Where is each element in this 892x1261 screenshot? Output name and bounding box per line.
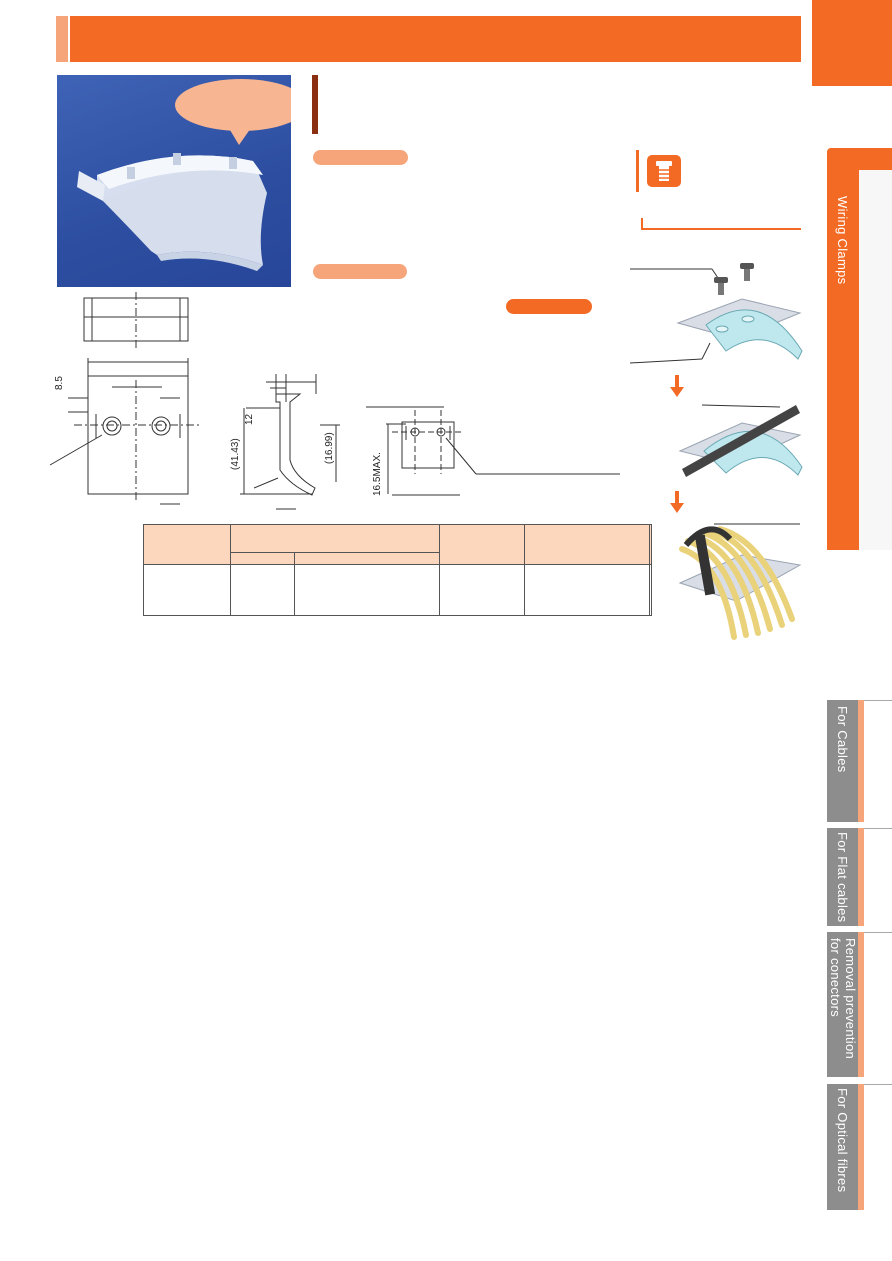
tab-edge bbox=[858, 828, 864, 926]
tab-for-optical-fibres[interactable]: For Optical fibres bbox=[827, 1084, 858, 1210]
tab-divider bbox=[864, 932, 892, 933]
arrow-down-icon bbox=[670, 387, 684, 397]
screw-marker-bar bbox=[636, 150, 639, 192]
table-header-cell bbox=[523, 524, 650, 565]
category-label: Wiring Clamps bbox=[834, 196, 850, 285]
table-cell bbox=[438, 564, 525, 616]
table-subheader-cell bbox=[294, 552, 440, 565]
spec-table bbox=[143, 524, 653, 616]
tab-label: Removal prevention for conectors bbox=[828, 938, 858, 1060]
tab-label: For Optical fibres bbox=[834, 1088, 850, 1193]
table-row bbox=[143, 564, 653, 616]
tab-edge bbox=[858, 932, 864, 1077]
header-accent-tab bbox=[56, 16, 68, 62]
table-subheader-cell bbox=[230, 552, 295, 565]
table-cell bbox=[143, 564, 231, 616]
tab-for-cables[interactable]: For Cables bbox=[827, 700, 858, 822]
corner-block bbox=[812, 0, 892, 86]
technical-drawing: 8.5 12 (41.43) (16.99) 16.5MAX. bbox=[49, 292, 620, 510]
tab-label: For Flat cables bbox=[834, 832, 850, 923]
category-tab-top bbox=[827, 148, 892, 170]
spec-tick bbox=[641, 218, 643, 230]
tab-edge bbox=[858, 700, 864, 822]
table-header-cell bbox=[438, 524, 525, 565]
dim-16-99: (16.99) bbox=[324, 432, 335, 464]
table-header-cell bbox=[143, 524, 231, 565]
table-cell bbox=[648, 564, 653, 616]
product-photo bbox=[57, 75, 291, 287]
tab-divider bbox=[864, 700, 892, 701]
clamp-photo-illustration bbox=[77, 79, 291, 271]
category-panel[interactable]: Wiring Clamps bbox=[827, 170, 858, 550]
dim-16-5max: 16.5MAX. bbox=[372, 452, 383, 496]
installation-steps bbox=[630, 263, 803, 640]
step-3-illustration bbox=[678, 523, 802, 640]
step-2-illustration bbox=[678, 404, 803, 477]
dim-12: 12 bbox=[244, 413, 255, 425]
table-cell bbox=[230, 564, 295, 616]
category-panel-edge bbox=[858, 170, 892, 550]
step-1-illustration bbox=[630, 263, 803, 364]
tab-label: For Cables bbox=[834, 706, 850, 773]
tab-for-flat-cables[interactable]: For Flat cables bbox=[827, 828, 858, 926]
header-bar bbox=[70, 16, 801, 62]
dim-41-43: (41.43) bbox=[230, 438, 241, 470]
speech-bubble bbox=[175, 79, 291, 131]
dim-8-5: 8.5 bbox=[54, 376, 65, 390]
section-pill-features bbox=[313, 150, 408, 165]
table-cell bbox=[523, 564, 650, 616]
badge-pill bbox=[506, 299, 592, 314]
section-pill-material bbox=[313, 264, 407, 279]
screw-icon bbox=[647, 155, 681, 187]
title-accent-bar bbox=[312, 75, 318, 134]
tab-divider bbox=[864, 1084, 892, 1085]
tab-removal-prevention[interactable]: Removal prevention for conectors bbox=[827, 932, 858, 1077]
table-header-cell bbox=[230, 524, 440, 553]
table-cell bbox=[294, 564, 440, 616]
arrow-down-icon bbox=[670, 503, 684, 513]
tab-edge bbox=[858, 1084, 864, 1210]
tab-divider bbox=[864, 828, 892, 829]
spec-underline bbox=[643, 228, 801, 230]
